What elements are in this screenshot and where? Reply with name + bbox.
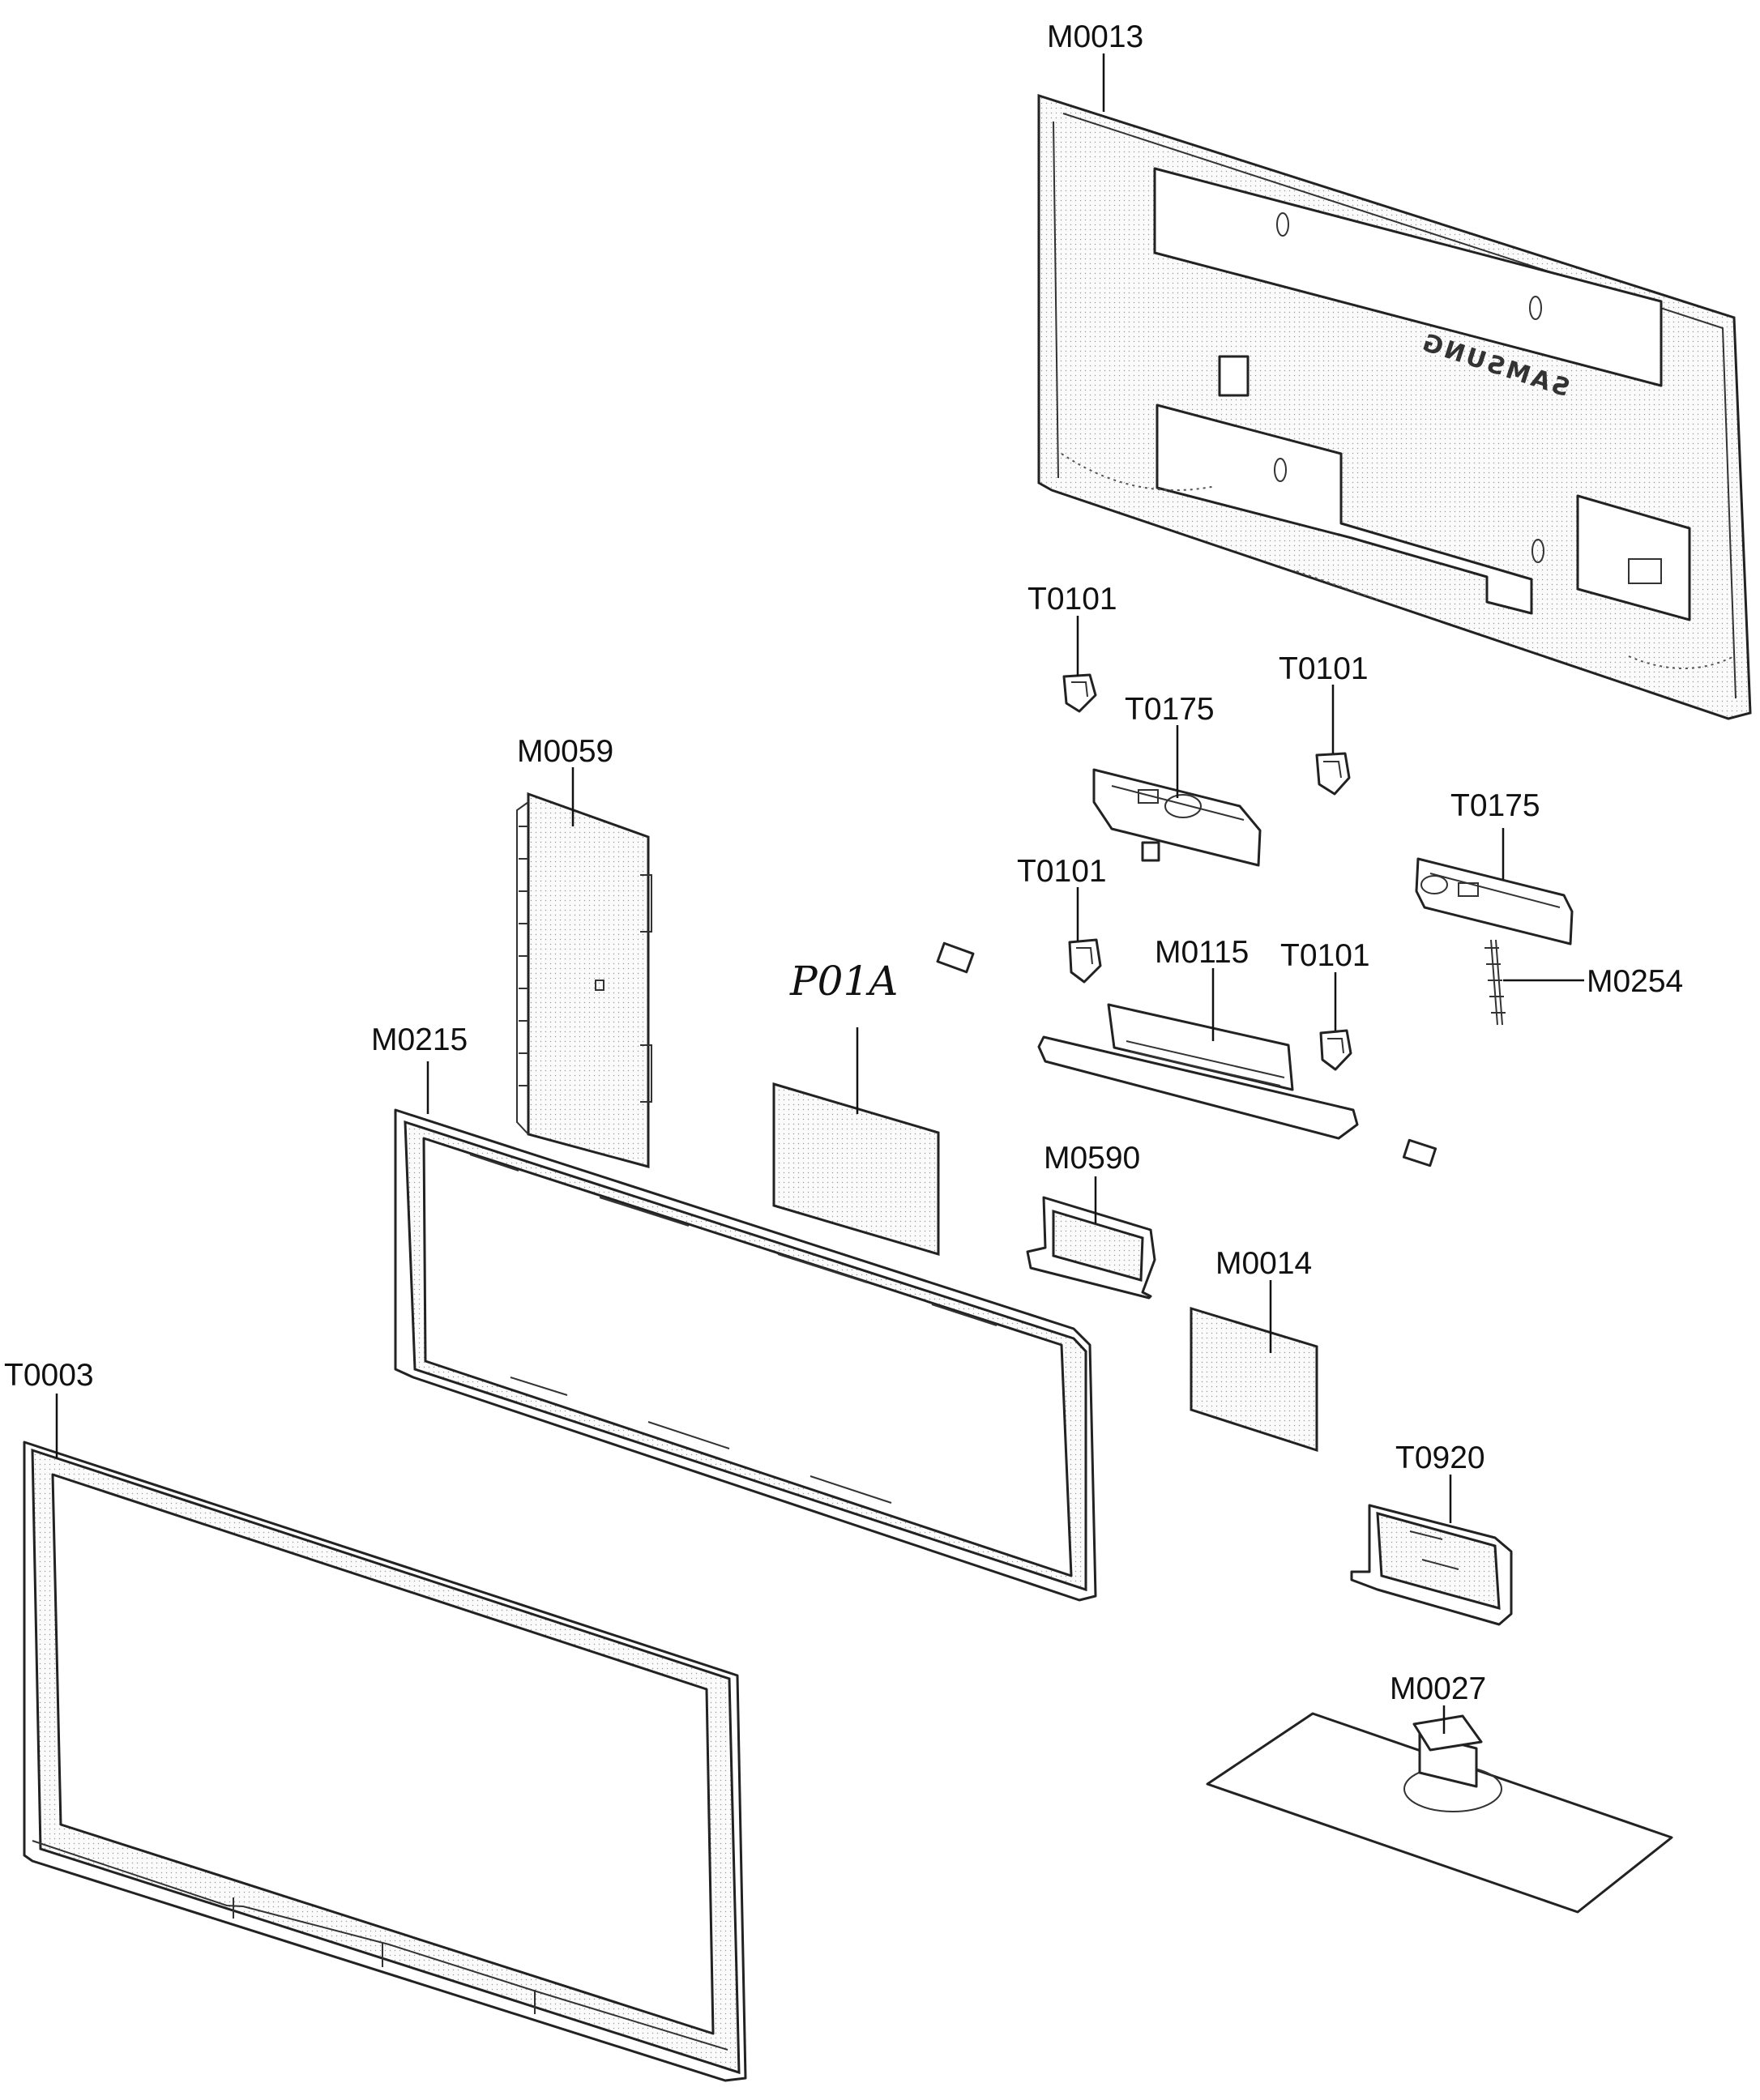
clip-part-3 [1068,938,1102,984]
label-holder: M0590 [1044,1141,1140,1176]
label-clip-3: T0101 [1017,854,1107,889]
label-cable: M0254 [1587,964,1683,999]
holder-part [1026,1196,1156,1300]
label-front-bezel: T0003 [4,1358,94,1393]
rear-cover-part: SAMSUNG [1037,93,1752,720]
main-board-part [772,941,975,1257]
leader-lines [55,53,1584,1734]
clip-part-4 [1319,1029,1352,1071]
label-bracket-right: T0175 [1450,788,1540,823]
label-bracket-bar: M0115 [1155,935,1249,970]
label-sheet: M0014 [1215,1246,1312,1281]
label-clip-1: T0101 [1027,582,1117,617]
label-stand-base: M0027 [1390,1671,1486,1706]
stand-neck-part [1350,1504,1513,1626]
label-panel-frame: M0215 [371,1022,468,1057]
label-rear-cover: M0013 [1047,19,1143,54]
bracket-left-part [1092,768,1262,867]
cable-part [1484,939,1506,1026]
stand-base-part [1206,1712,1673,1914]
label-power-board: M0059 [517,734,613,769]
label-main-board-handwritten: P01A [789,958,898,1005]
sheet-part [1190,1306,1318,1453]
clip-part-2 [1315,752,1351,796]
label-clip-2: T0101 [1279,651,1369,686]
bracket-right-part [1415,857,1574,945]
bracket-bar-part [1037,1003,1437,1167]
label-bracket-left: T0175 [1125,692,1215,727]
panel-frame-part [394,1108,1097,1602]
label-clip-4: T0101 [1280,938,1370,973]
power-board-part [516,792,652,1168]
front-bezel-part [23,1441,747,2082]
clip-part-1 [1062,673,1097,713]
label-stand-neck: T0920 [1395,1441,1485,1475]
